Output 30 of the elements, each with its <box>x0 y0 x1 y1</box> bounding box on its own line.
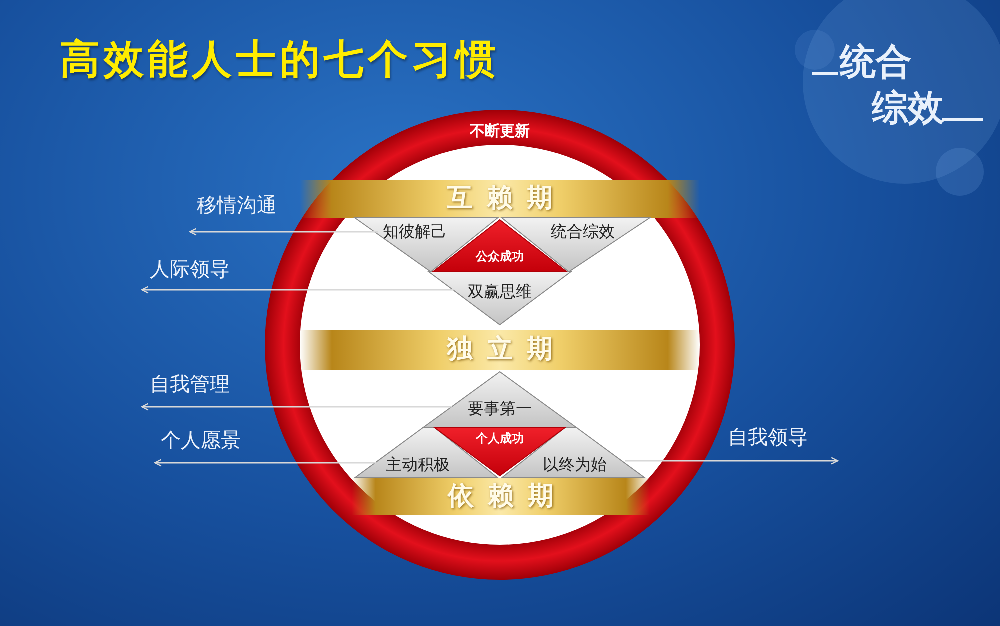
habit-label: 统合综效 <box>551 223 615 241</box>
arrow <box>141 403 452 411</box>
habit-label: 以终为始 <box>543 456 607 474</box>
habit-label: 要事第一 <box>468 400 532 418</box>
habit-label: 主动积极 <box>386 456 450 474</box>
triangle-segment <box>429 272 571 325</box>
ring-label: 不断更新 <box>470 122 530 140</box>
arrow <box>141 286 454 294</box>
outcome-label: 自我管理 <box>150 373 230 395</box>
outcome-label: 移情沟通 <box>197 194 277 216</box>
triangle-label: 公众成功 <box>476 250 524 264</box>
arrow <box>154 459 376 467</box>
stage-label: 独立期 <box>447 336 567 364</box>
arrow <box>189 228 378 236</box>
corner-heading: 综效 <box>872 89 944 129</box>
outcome-label: 个人愿景 <box>161 429 241 451</box>
stage-band <box>300 330 700 370</box>
stage-band <box>352 478 650 515</box>
stage-label: 互赖期 <box>447 184 567 214</box>
habit-label: 双赢思维 <box>468 283 532 301</box>
success-triangle <box>433 220 567 272</box>
slide-title: 高效能人士的七个习惯 <box>60 38 500 82</box>
triangle-segment <box>423 372 577 428</box>
corner-heading: 统合 <box>840 43 912 83</box>
stage-label: 依赖期 <box>448 482 568 511</box>
outcome-label: 自我领导 <box>728 426 808 448</box>
arrow <box>625 457 839 465</box>
triangle-label: 个人成功 <box>476 432 524 446</box>
habit-label: 知彼解己 <box>383 223 447 241</box>
outcome-label: 人际领导 <box>150 258 230 280</box>
